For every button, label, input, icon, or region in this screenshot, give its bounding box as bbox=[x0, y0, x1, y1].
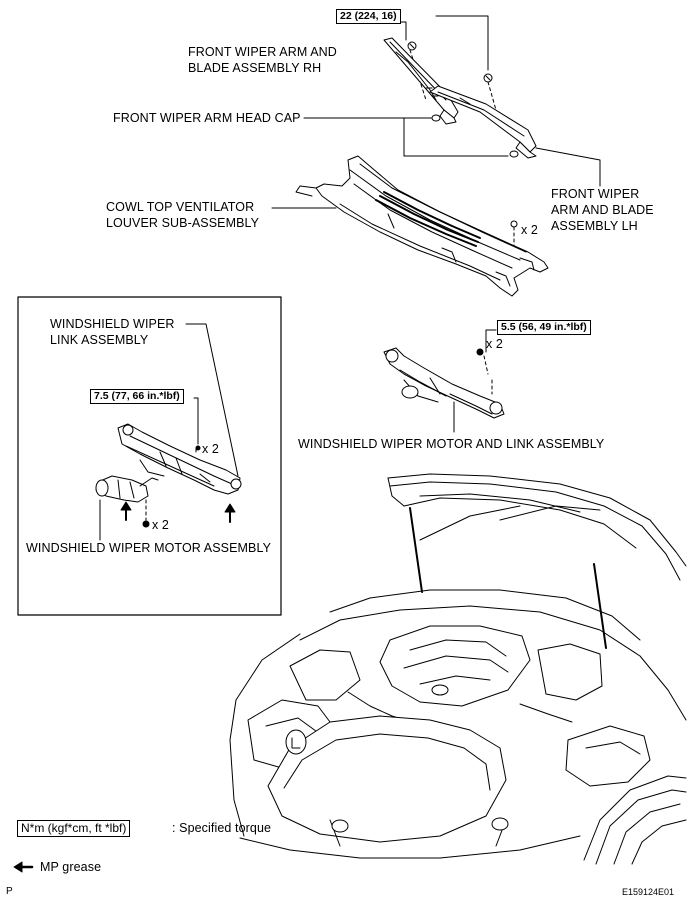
legend-torque-symbol: N*m (kgf*cm, ft *lbf) bbox=[17, 820, 131, 837]
wiper-arm-rh-drawing bbox=[383, 37, 459, 125]
inset-link-drawing bbox=[117, 423, 242, 495]
torque-box-inset: 7.5 (77, 66 in.*lbf) bbox=[90, 389, 184, 404]
car-front-drawing bbox=[229, 473, 687, 865]
torque-box-motor-link: 5.5 (56, 49 in.*lbf) bbox=[497, 320, 591, 335]
motor-link-drawing bbox=[383, 347, 505, 419]
cowl-top-drawing bbox=[295, 155, 549, 297]
torque-leader-lh bbox=[435, 15, 489, 71]
label-windshield-wiper-motor-and-link-assembly: WINDSHIELD WIPER MOTOR AND LINK ASSEMBLY bbox=[298, 437, 605, 451]
qty-motor-link-bolt: x 2 bbox=[486, 337, 503, 351]
footer-illustration-id: E159124E01 bbox=[622, 887, 675, 897]
label-front-wiper-arm-head-cap: FRONT WIPER ARM HEAD CAP bbox=[113, 111, 301, 125]
label-windshield-wiper-motor-assembly: WINDSHIELD WIPER MOTOR ASSEMBLY bbox=[26, 541, 272, 555]
label-cowl-top-ventilator-louver: COWL TOP VENTILATOR LOUVER SUB-ASSEMBLY bbox=[106, 200, 260, 230]
grease-arrow-icon bbox=[14, 860, 34, 874]
wiper-arm-lh-drawing bbox=[429, 73, 537, 159]
inset-motor-drawing bbox=[95, 475, 159, 503]
label-front-wiper-arm-rh: FRONT WIPER ARM AND BLADE ASSEMBLY RH bbox=[188, 45, 337, 75]
legend-grease-text: MP grease bbox=[40, 860, 102, 874]
inset-frame bbox=[17, 296, 282, 616]
qty-cowl-clip: x 2 bbox=[521, 223, 538, 237]
footer-left-code: P bbox=[6, 886, 13, 897]
label-windshield-wiper-link-assembly: WINDSHIELD WIPER LINK ASSEMBLY bbox=[50, 317, 175, 347]
torque-box-arm-nut: 22 (224, 16) bbox=[336, 9, 401, 24]
legend-torque-text: : Specified torque bbox=[172, 821, 272, 835]
qty-inset-motor-bolt: x 2 bbox=[152, 518, 169, 532]
qty-inset-bolt: x 2 bbox=[202, 442, 219, 456]
emblem bbox=[285, 729, 307, 755]
label-front-wiper-arm-lh: FRONT WIPER ARM AND BLADE ASSEMBLY LH bbox=[551, 187, 654, 233]
